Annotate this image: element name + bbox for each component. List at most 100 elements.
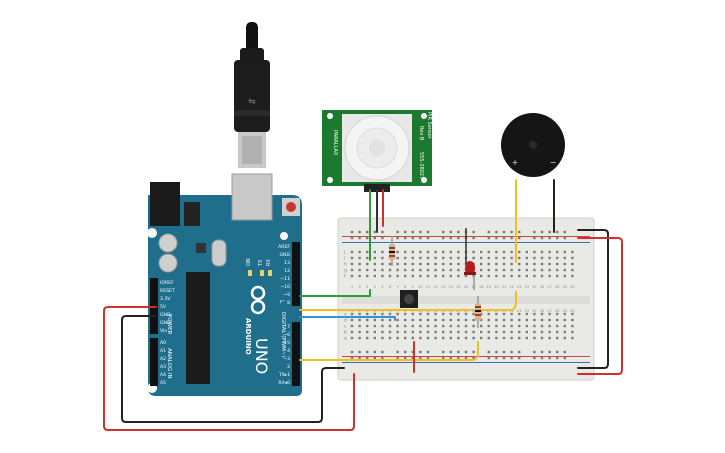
analog-header[interactable] (150, 338, 158, 386)
breadboard-hole[interactable] (434, 330, 437, 334)
breadboard-hole[interactable] (571, 268, 574, 272)
rail-hole[interactable] (366, 350, 369, 354)
breadboard-hole[interactable] (472, 312, 475, 316)
breadboard-hole[interactable] (495, 268, 498, 272)
breadboard-hole[interactable] (373, 318, 376, 322)
rail-hole[interactable] (487, 230, 490, 234)
breadboard-hole[interactable] (457, 336, 460, 340)
breadboard-hole[interactable] (358, 274, 361, 278)
breadboard-hole[interactable] (404, 336, 407, 340)
rail-hole[interactable] (540, 236, 544, 240)
breadboard-hole[interactable] (457, 250, 460, 254)
breadboard-hole[interactable] (457, 324, 460, 328)
breadboard-hole[interactable] (533, 250, 536, 254)
breadboard-hole[interactable] (434, 262, 437, 266)
breadboard-hole[interactable] (464, 274, 468, 278)
breadboard-hole[interactable] (426, 324, 430, 328)
rail-hole[interactable] (373, 236, 376, 240)
rail-hole[interactable] (350, 356, 354, 360)
rail-hole[interactable] (518, 236, 521, 240)
breadboard-hole[interactable] (495, 330, 498, 334)
rail-hole[interactable] (358, 230, 361, 234)
rail-hole[interactable] (510, 230, 513, 234)
rail-hole[interactable] (548, 356, 551, 360)
breadboard-hole[interactable] (381, 312, 384, 316)
breadboard-hole[interactable] (563, 324, 566, 328)
rail-hole[interactable] (472, 236, 475, 240)
rail-hole[interactable] (350, 230, 354, 234)
breadboard-hole[interactable] (457, 312, 460, 316)
breadboard-hole[interactable] (525, 336, 528, 340)
breadboard-hole[interactable] (472, 330, 475, 334)
rail-hole[interactable] (457, 350, 460, 354)
rail-hole[interactable] (404, 350, 407, 354)
breadboard-hole[interactable] (442, 274, 445, 278)
breadboard-hole[interactable] (495, 318, 498, 322)
breadboard-hole[interactable] (525, 312, 528, 316)
breadboard-hole[interactable] (556, 268, 559, 272)
breadboard-hole[interactable] (495, 324, 498, 328)
breadboard-hole[interactable] (525, 268, 528, 272)
breadboard-hole[interactable] (548, 312, 551, 316)
breadboard-hole[interactable] (533, 330, 536, 334)
rail-hole[interactable] (381, 236, 384, 240)
breadboard-hole[interactable] (502, 262, 506, 266)
breadboard-hole[interactable] (480, 324, 483, 328)
wire-5v-red[interactable] (103, 306, 355, 431)
breadboard-hole[interactable] (388, 324, 392, 328)
rail-hole[interactable] (518, 356, 521, 360)
breadboard-hole[interactable] (388, 312, 392, 316)
rail-hole[interactable] (449, 230, 452, 234)
breadboard-hole[interactable] (434, 268, 437, 272)
breadboard-hole[interactable] (381, 330, 384, 334)
breadboard-hole[interactable] (411, 250, 414, 254)
breadboard-hole[interactable] (449, 256, 452, 260)
breadboard-hole[interactable] (426, 250, 430, 254)
rail-hole[interactable] (426, 350, 430, 354)
breadboard-hole[interactable] (533, 318, 536, 322)
breadboard-hole[interactable] (525, 262, 528, 266)
breadboard-hole[interactable] (518, 256, 521, 260)
resistor[interactable] (475, 296, 481, 328)
rail-hole[interactable] (533, 236, 536, 240)
breadboard-hole[interactable] (487, 336, 490, 340)
breadboard-hole[interactable] (396, 336, 399, 340)
breadboard-hole[interactable] (449, 268, 452, 272)
rail-hole[interactable] (510, 350, 513, 354)
rail-hole[interactable] (548, 350, 551, 354)
breadboard-hole[interactable] (434, 312, 437, 316)
breadboard-hole[interactable] (419, 324, 422, 328)
breadboard-holes[interactable] (350, 230, 574, 360)
breadboard-hole[interactable] (457, 274, 460, 278)
breadboard-hole[interactable] (366, 250, 369, 254)
rail-hole[interactable] (381, 356, 384, 360)
breadboard-hole[interactable] (396, 250, 399, 254)
breadboard-hole[interactable] (472, 336, 475, 340)
breadboard-hole[interactable] (404, 250, 407, 254)
breadboard-hole[interactable] (540, 262, 544, 266)
wire-yellow-pin9[interactable] (299, 291, 517, 311)
rail-hole[interactable] (533, 350, 536, 354)
breadboard-hole[interactable] (404, 330, 407, 334)
breadboard-hole[interactable] (457, 262, 460, 266)
breadboard-hole[interactable] (457, 256, 460, 260)
breadboard-hole[interactable] (518, 312, 521, 316)
breadboard-hole[interactable] (404, 312, 407, 316)
breadboard-hole[interactable] (487, 330, 490, 334)
breadboard-hole[interactable] (556, 262, 559, 266)
breadboard-hole[interactable] (556, 250, 559, 254)
breadboard-hole[interactable] (556, 318, 559, 322)
breadboard-hole[interactable] (404, 318, 407, 322)
breadboard-hole[interactable] (388, 336, 392, 340)
breadboard-hole[interactable] (449, 274, 452, 278)
breadboard-hole[interactable] (563, 262, 566, 266)
breadboard-hole[interactable] (571, 324, 574, 328)
breadboard-hole[interactable] (563, 250, 566, 254)
breadboard-hole[interactable] (411, 274, 414, 278)
breadboard-hole[interactable] (350, 312, 354, 316)
breadboard-hole[interactable] (502, 268, 506, 272)
breadboard-hole[interactable] (510, 268, 513, 272)
breadboard-hole[interactable] (533, 262, 536, 266)
breadboard-hole[interactable] (502, 330, 506, 334)
breadboard-hole[interactable] (381, 262, 384, 266)
